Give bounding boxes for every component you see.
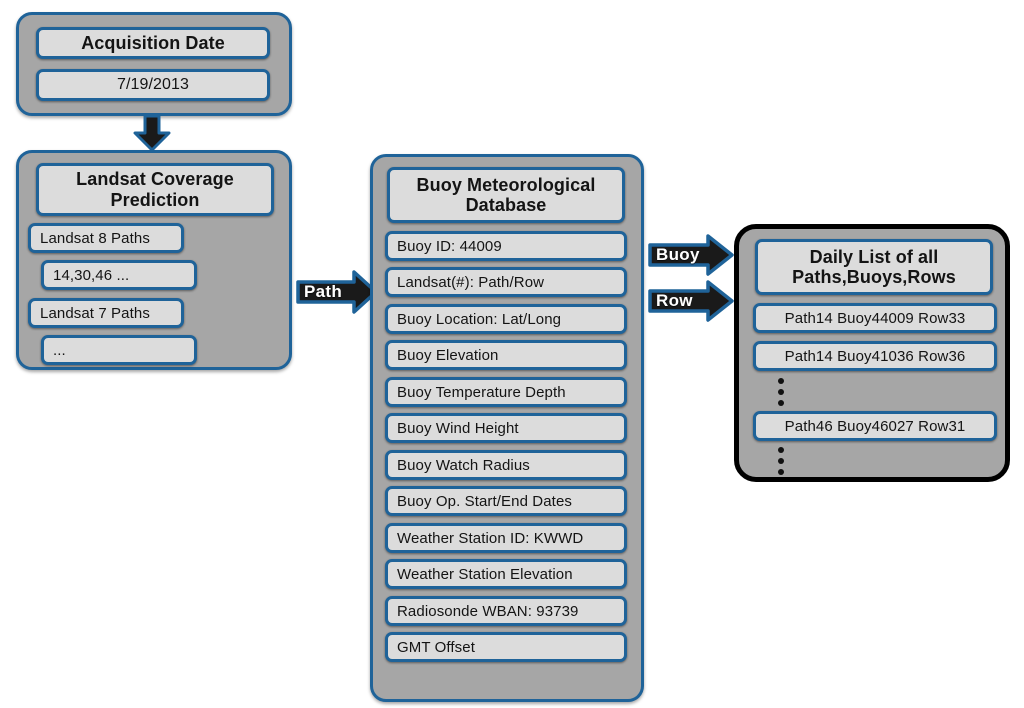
arrow-buoy: Buoy [648, 234, 734, 276]
buoy-db-field-label: Buoy ID: 44009 [397, 237, 502, 255]
buoy-database-panel: Buoy Meteorological Database Buoy ID: 44… [370, 154, 644, 702]
daily-list-row-label: Path14 Buoy41036 Row36 [784, 347, 966, 365]
buoy-db-field-label: Buoy Temperature Depth [397, 383, 566, 401]
buoy-db-field-label: Buoy Elevation [397, 346, 499, 364]
buoy-db-field-weather-station-id[interactable]: Weather Station ID: KWWD [385, 523, 627, 553]
buoy-database-title-line2: Database [465, 195, 547, 215]
buoy-database-title: Buoy Meteorological Database [387, 167, 625, 223]
buoy-db-field-buoy-elevation[interactable]: Buoy Elevation [385, 340, 627, 370]
landsat-panel-title-line1: Landsat Coverage [76, 169, 234, 190]
daily-list-row[interactable]: Path14 Buoy44009 Row33 [753, 303, 997, 333]
landsat-panel-title: Landsat Coverage Prediction [36, 163, 274, 216]
daily-list-title-line2: Paths,Buoys,Rows [792, 267, 956, 287]
buoy-db-field-label: Buoy Watch Radius [397, 456, 530, 474]
landsat-coverage-prediction-panel: Landsat Coverage Prediction Landsat 8 Pa… [16, 150, 292, 370]
daily-list-ellipsis-lower [775, 447, 787, 475]
daily-list-title-line1: Daily List of all [809, 246, 939, 267]
buoy-db-field-label: Buoy Location: Lat/Long [397, 310, 562, 328]
buoy-db-field-gmt-offset[interactable]: GMT Offset [385, 632, 627, 662]
daily-list-row[interactable]: Path14 Buoy41036 Row36 [753, 341, 997, 371]
daily-list-panel: Daily List of all Paths,Buoys,Rows Path1… [734, 224, 1010, 482]
acquisition-date-value-text: 7/19/2013 [116, 76, 190, 93]
buoy-db-field-buoy-op-dates[interactable]: Buoy Op. Start/End Dates [385, 486, 627, 516]
buoy-db-field-buoy-watch-radius[interactable]: Buoy Watch Radius [385, 450, 627, 480]
landsat-item-landsat-8-paths[interactable]: Landsat 8 Paths [28, 223, 184, 253]
daily-list-ellipsis-upper [775, 378, 787, 406]
arrow-path: Path [296, 270, 378, 314]
acquisition-date-panel: Acquisition Date 7/19/2013 [16, 12, 292, 116]
buoy-db-field-buoy-wind-height[interactable]: Buoy Wind Height [385, 413, 627, 443]
acquisition-date-title: Acquisition Date [36, 27, 270, 59]
landsat-item-label: 14,30,46 ... [53, 266, 130, 284]
buoy-db-field-landsat-path-row[interactable]: Landsat(#): Path/Row [385, 267, 627, 297]
landsat-item-landsat-7-paths[interactable]: Landsat 7 Paths [28, 298, 184, 328]
acquisition-date-value[interactable]: 7/19/2013 [36, 69, 270, 101]
arrow-row: Row [648, 280, 734, 322]
buoy-db-field-label: GMT Offset [397, 638, 475, 656]
daily-list-row[interactable]: Path46 Buoy46027 Row31 [753, 411, 997, 441]
daily-list-row-label: Path14 Buoy44009 Row33 [784, 309, 966, 327]
buoy-db-field-label: Buoy Wind Height [397, 419, 519, 437]
landsat-panel-title-line2: Prediction [110, 189, 200, 210]
daily-list-row-label: Path46 Buoy46027 Row31 [784, 417, 966, 435]
buoy-db-field-buoy-location[interactable]: Buoy Location: Lat/Long [385, 304, 627, 334]
buoy-db-field-label: Landsat(#): Path/Row [397, 273, 545, 291]
arrow-down-acquisition-to-landsat [132, 114, 172, 152]
buoy-db-field-label: Weather Station Elevation [397, 565, 573, 583]
buoy-db-field-buoy-id[interactable]: Buoy ID: 44009 [385, 231, 627, 261]
buoy-database-title-line1: Buoy Meteorological [416, 174, 596, 195]
buoy-db-field-buoy-temperature-depth[interactable]: Buoy Temperature Depth [385, 377, 627, 407]
landsat-item-landsat-8-path-values[interactable]: 14,30,46 ... [41, 260, 197, 290]
acquisition-date-title-text: Acquisition Date [81, 32, 225, 53]
landsat-item-label: Landsat 8 Paths [40, 229, 150, 247]
buoy-db-field-label: Buoy Op. Start/End Dates [397, 492, 572, 510]
buoy-db-field-weather-station-elevation[interactable]: Weather Station Elevation [385, 559, 627, 589]
landsat-item-label: Landsat 7 Paths [40, 304, 150, 322]
landsat-item-landsat-7-path-values[interactable]: ... [41, 335, 197, 365]
landsat-item-label: ... [53, 341, 66, 359]
buoy-db-field-label: Weather Station ID: KWWD [397, 529, 584, 547]
buoy-db-field-label: Radiosonde WBAN: 93739 [397, 602, 579, 620]
daily-list-title: Daily List of all Paths,Buoys,Rows [755, 239, 993, 295]
buoy-db-field-radiosonde-wban[interactable]: Radiosonde WBAN: 93739 [385, 596, 627, 626]
